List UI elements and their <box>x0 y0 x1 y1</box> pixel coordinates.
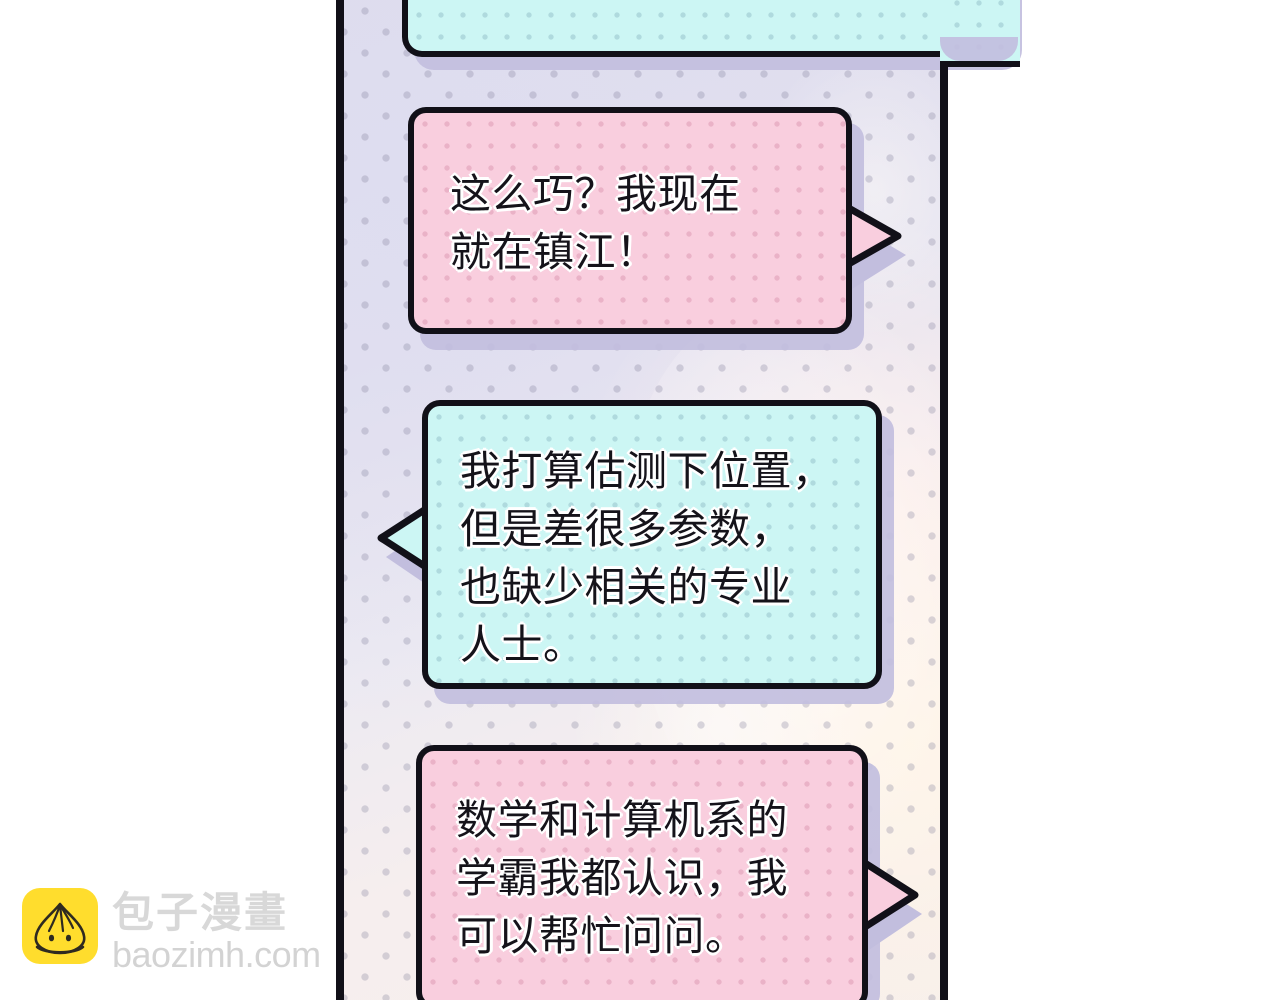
speech-bubble-text: 我打算估测下位置， 但是差很多参数， 也缺少相关的专业 人士。 <box>460 448 834 668</box>
bubble-fill-texture <box>414 113 846 328</box>
speech-bubble-top-overflow <box>940 0 1020 67</box>
comic-panel: 这么巧？我现在 就在镇江！ 我打算估测下位置， 但是差很多参数， 也缺少相关的专… <box>336 0 1022 1000</box>
speech-bubble-pink-1: 这么巧？我现在 就在镇江！ <box>408 107 852 334</box>
bubble-fill-texture <box>422 751 862 1000</box>
watermark-brand-cn: 包子漫畫 <box>112 889 289 936</box>
watermark-text: 包子漫畫 baozimh.com <box>112 890 321 974</box>
watermark-url: baozimh.com <box>112 934 321 975</box>
baozi-dumpling-icon <box>22 888 98 964</box>
panel-border-right <box>940 0 948 1000</box>
bubble-fill-texture <box>428 406 876 683</box>
bubble-fill-texture <box>408 0 1004 51</box>
speech-bubble-text: 这么巧？我现在 就在镇江！ <box>450 171 741 275</box>
speech-bubble-pink-2: 数学和计算机系的 学霸我都认识，我 可以帮忙问问。 <box>416 745 868 1000</box>
speech-bubble-text: 数学和计算机系的 学霸我都认识，我 可以帮忙问问。 <box>456 797 788 959</box>
watermark: 包子漫畫 baozimh.com <box>22 888 321 974</box>
panel-border-left <box>336 0 344 1000</box>
speech-bubble-top-cutoff <box>402 0 1010 57</box>
speech-bubble-cyan-1: 我打算估测下位置， 但是差很多参数， 也缺少相关的专业 人士。 <box>422 400 882 689</box>
